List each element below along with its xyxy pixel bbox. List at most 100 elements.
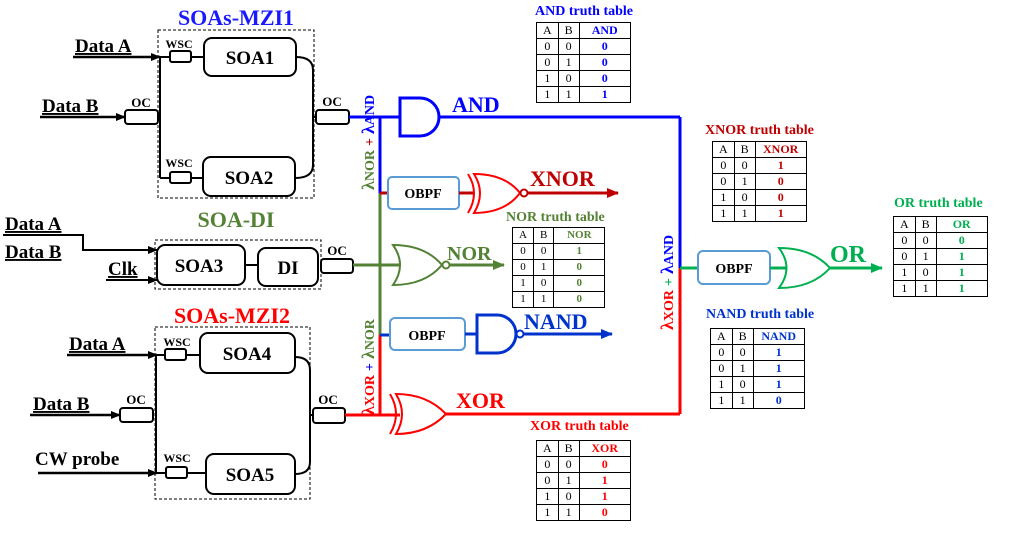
mzi1-title: SOAs-MZI1 — [178, 5, 294, 30]
soa2-box — [202, 156, 296, 197]
table-cell: 0 — [557, 38, 580, 55]
table-header-cell: AND — [578, 22, 631, 39]
table-cell: 0 — [536, 472, 559, 489]
mzi1-input-oc-label: OC — [131, 95, 151, 110]
table-cell: 1 — [536, 86, 559, 103]
xor-output-label: XOR — [456, 388, 506, 413]
table-cell: 0 — [512, 243, 534, 260]
table-cell: 0 — [578, 54, 631, 71]
table-header-cell: A — [536, 440, 559, 457]
mzi2-output-oc-label: OC — [318, 392, 338, 407]
table-cell: 0 — [754, 173, 807, 190]
di-title: SOA-DI — [197, 207, 274, 232]
di-data-arrow — [3, 234, 158, 254]
obpf-nand-label: OBPF — [408, 329, 445, 344]
table-cell: 0 — [557, 456, 580, 473]
mzi2-wsc-top — [164, 348, 187, 361]
mzi2-input-data-a: Data A — [69, 334, 126, 355]
wavelength-label-nor-and: λNOR+λAND — [358, 95, 378, 190]
soa4-box — [199, 332, 296, 374]
table-header-cell: NAND — [752, 328, 805, 345]
table-cell: 1 — [532, 259, 555, 276]
nor-table-caption: NOR truth table — [506, 210, 605, 225]
di-label: DI — [277, 258, 298, 279]
mzi2-output-oc — [312, 407, 346, 424]
table-cell: 1 — [557, 86, 580, 103]
and-table-caption: AND truth table — [535, 4, 633, 19]
table-cell: 0 — [532, 243, 555, 260]
table-cell: 1 — [553, 243, 606, 260]
table-header-cell: B — [914, 216, 937, 233]
table-cell: 0 — [893, 248, 916, 265]
di-input-clk: Clk — [108, 259, 138, 280]
mzi1-wsc-top-label: WSC — [165, 37, 192, 51]
table-cell: 0 — [914, 264, 937, 281]
mzi2-wsc-bottom — [165, 466, 188, 479]
table-cell: 0 — [578, 504, 631, 521]
nand-output-label: NAND — [524, 309, 588, 334]
table-cell: 1 — [712, 205, 735, 222]
mzi2-wsc-top-label: WSC — [163, 335, 190, 349]
mzi1-input-data-a: Data A — [75, 36, 132, 57]
table-cell: 1 — [752, 376, 805, 393]
table-cell: 1 — [536, 70, 559, 87]
table-cell: 1 — [935, 280, 988, 297]
nand-table-caption: NAND truth table — [706, 307, 815, 322]
di-output-oc — [320, 258, 354, 274]
table-cell: 0 — [733, 157, 756, 174]
table-header-cell: A — [712, 141, 735, 158]
table-cell: 0 — [553, 259, 606, 276]
nand-gate — [475, 313, 518, 355]
table-cell: 1 — [754, 205, 807, 222]
table-cell: 0 — [731, 344, 754, 361]
table-cell: 1 — [712, 189, 735, 206]
table-cell: 1 — [733, 205, 756, 222]
table-cell: 1 — [935, 264, 988, 281]
mzi1-wsc-bottom-label: WSC — [165, 156, 192, 170]
table-cell: 1 — [557, 472, 580, 489]
table-cell: 1 — [557, 504, 580, 521]
table-cell: 1 — [578, 488, 631, 505]
table-cell: 0 — [512, 259, 534, 276]
table-header-cell: A — [512, 227, 534, 244]
table-cell: 0 — [578, 70, 631, 87]
table-cell: 0 — [710, 360, 733, 377]
table-cell: 1 — [578, 86, 631, 103]
table-cell: 1 — [752, 360, 805, 377]
xor-table-caption: XOR truth table — [530, 419, 629, 434]
table-header-cell: A — [536, 22, 559, 39]
table-header-cell: B — [557, 440, 580, 457]
table-cell: 1 — [557, 54, 580, 71]
di-input-data-a: Data A — [5, 214, 62, 235]
table-cell: 1 — [754, 157, 807, 174]
table-cell: 1 — [914, 248, 937, 265]
di-input-data-b: Data B — [5, 242, 62, 263]
table-header-cell: A — [893, 216, 916, 233]
table-cell: 1 — [512, 275, 534, 292]
table-cell: 0 — [553, 275, 606, 292]
table-cell: 0 — [536, 456, 559, 473]
or-gate — [777, 246, 832, 290]
mzi1-input-oc — [124, 109, 159, 125]
table-cell: 0 — [731, 376, 754, 393]
nor-output-label: NOR — [447, 243, 492, 265]
